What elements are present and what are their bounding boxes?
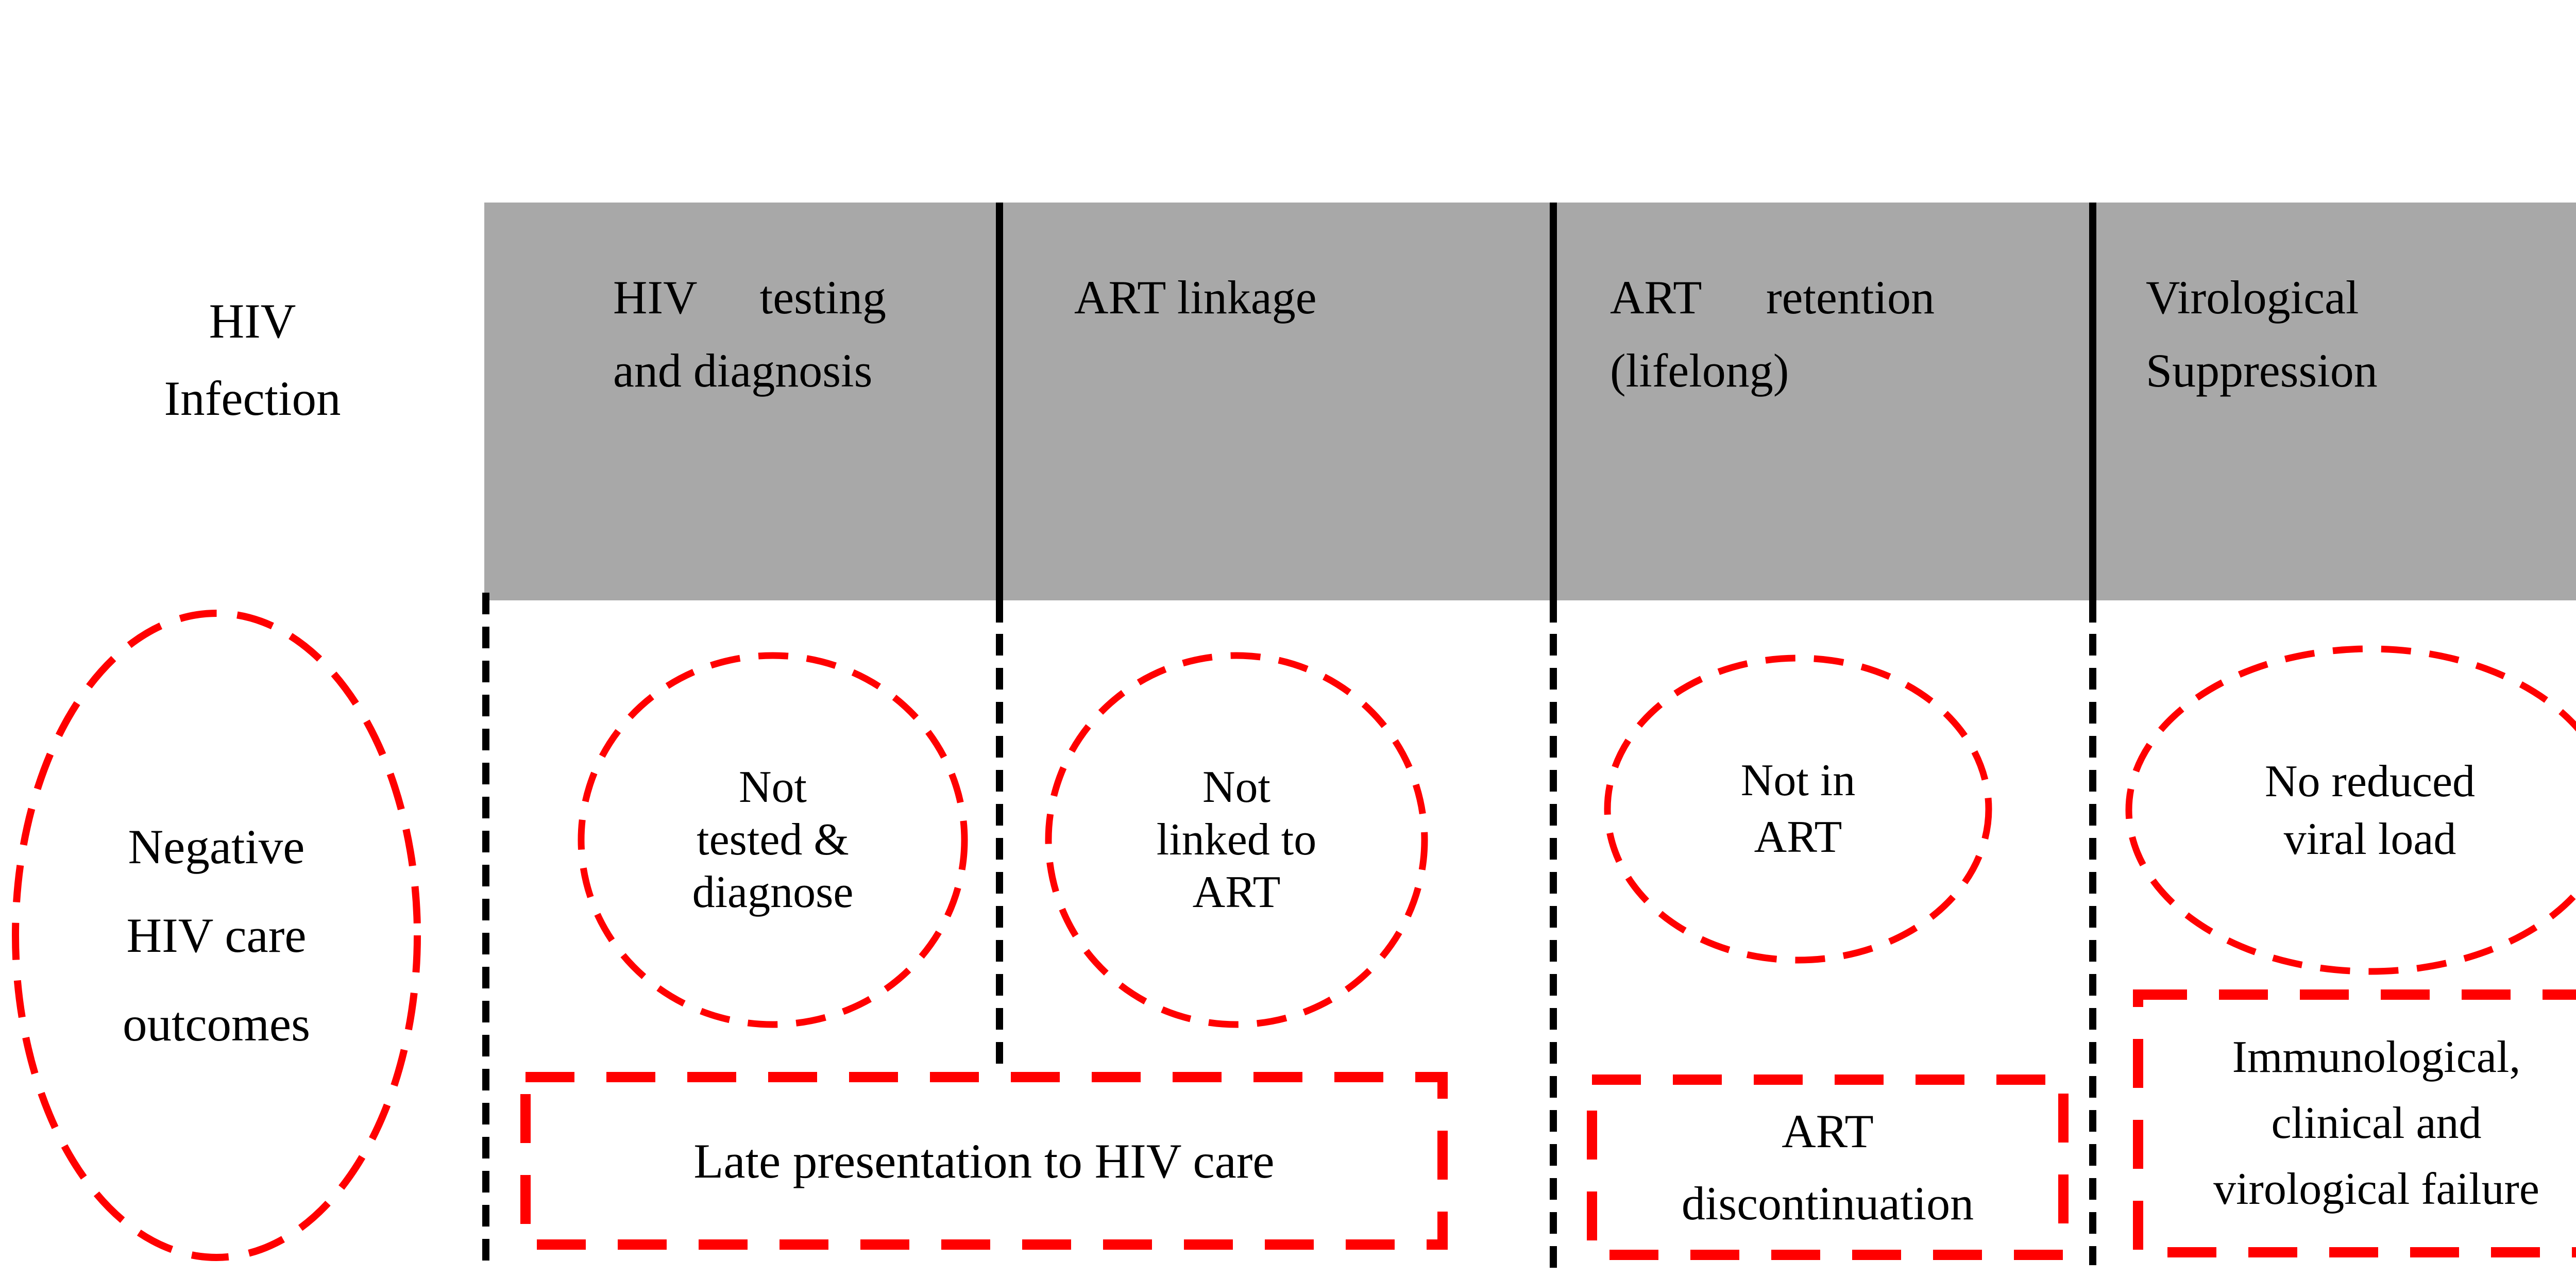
outcome-label-line: viral load (2283, 814, 2456, 864)
outcome-label-art-discontinuation: ART discontinuation (1592, 1080, 2063, 1255)
outcome-label-line: Negative (128, 819, 305, 874)
outcome-label-no-reduced-viral-load: No reduced viral load (2130, 649, 2576, 971)
outcome-label-not-tested: Not tested & diagnose (582, 657, 963, 1023)
stage-label-line: and diagnosis (613, 344, 873, 397)
outcome-label-line: outcomes (122, 997, 311, 1051)
outcome-label-line: Not in (1740, 755, 1856, 805)
stage-label-line: (lifelong) (1610, 344, 1789, 397)
not-in-art-ellipse (1604, 654, 1992, 964)
outcome-label-line: tested & (697, 815, 849, 865)
stage-label-hiv-testing: HIV testing and diagnosis (613, 261, 886, 407)
stage-label-word: ART (1610, 271, 1702, 324)
outcome-label-line: ART (1754, 812, 1842, 862)
stage-label-art-retention: ART retention (lifelong) (1610, 261, 1935, 407)
outcome-label-not-in-art: Not in ART (1607, 660, 1989, 959)
not-linked-ellipse (1045, 652, 1428, 1028)
outcome-label-line: discontinuation (1681, 1177, 1974, 1230)
outcome-label-line: No reduced (2264, 756, 2476, 807)
outcome-label-line: diagnose (692, 867, 854, 917)
process-arrow (484, 203, 2576, 600)
stage-label-line: Suppression (2146, 344, 2378, 397)
outcome-label-line: HIV care (126, 908, 307, 963)
outcome-label-line: linked to (1156, 815, 1317, 865)
treatment-failure-box (2133, 989, 2576, 1257)
late-presentation-box (520, 1072, 1448, 1250)
negative-outcomes-ellipse (12, 610, 421, 1261)
outcome-label-line: ART (1192, 867, 1281, 917)
stage-label-line: Virological (2146, 271, 2359, 324)
stage-label-line: Infection (164, 371, 341, 426)
stage-label-hiv-infection: HIV Infection (108, 282, 397, 437)
outcome-label-negative-hiv-care-outcomes: Negative HIV care outcomes (15, 618, 417, 1252)
not-tested-ellipse (578, 652, 968, 1028)
outcome-label-line: virological failure (2213, 1164, 2539, 1214)
outcome-label-treatment-failure: Immunological, clinical and virological … (2138, 995, 2576, 1252)
stage-label-virological-suppression: Virological Suppression (2146, 261, 2558, 407)
outcome-label-not-linked: Not linked to ART (1048, 657, 1425, 1023)
stage-label-word: HIV (613, 271, 698, 324)
outcome-label-late-presentation: Late presentation to HIV care (526, 1077, 1443, 1245)
no-reduced-viral-load-ellipse (2125, 645, 2576, 975)
stage-label-line: HIV (209, 294, 296, 348)
stage-label-word: retention (1766, 271, 1935, 324)
outcome-label-line: Not (1202, 762, 1270, 812)
outcome-label-line: ART (1782, 1105, 1874, 1157)
outcome-label-line: Late presentation to HIV care (693, 1133, 1275, 1188)
outcome-label-line: Not (739, 762, 807, 812)
stage-label-word: testing (759, 271, 886, 324)
stage-label-line: HIV testing (613, 261, 886, 334)
stage-label-line: ART retention (1610, 261, 1935, 334)
stage-label-art-linkage: ART linkage (1074, 261, 1486, 334)
stage-label-line: ART linkage (1074, 271, 1317, 324)
outcome-label-line: clinical and (2271, 1098, 2482, 1148)
outcome-label-line: Immunological, (2232, 1032, 2521, 1082)
